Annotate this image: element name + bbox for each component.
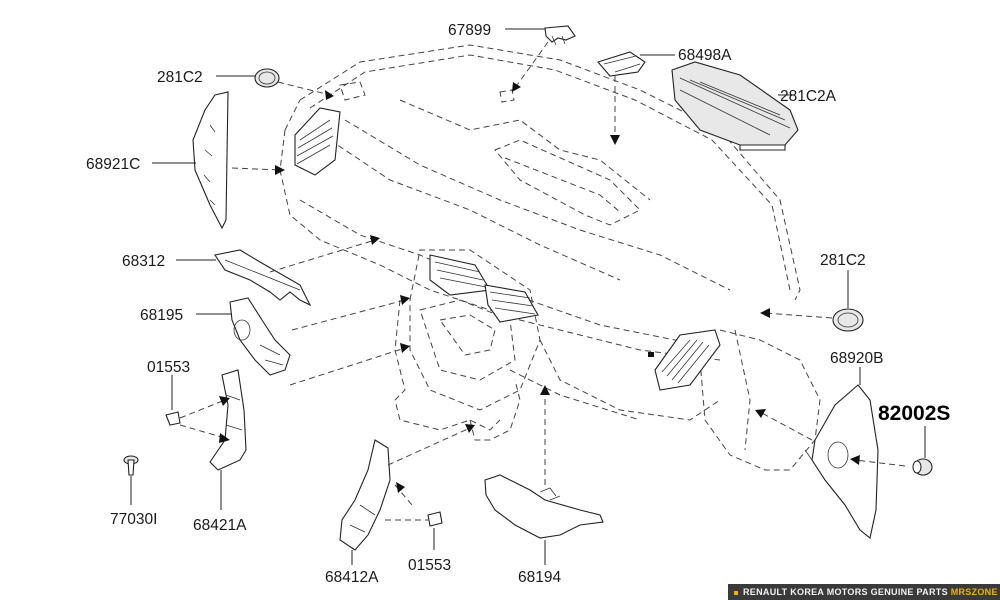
part-67899-clip [544,25,576,46]
part-281C2-speaker-grille-top [254,68,280,88]
label-01553-bottom: 01553 [408,557,451,574]
center-air-vents [429,254,539,323]
part-01553-clip-bottom [427,511,443,527]
part-77030I-screw [123,455,139,476]
label-68920B: 68920B [830,350,883,367]
label-01553-left: 01553 [147,359,190,376]
label-67899: 67899 [448,22,491,39]
footer-brand: MRSZONE [950,587,998,597]
part-68412A-lower-panel [339,439,391,551]
label-68312: 68312 [122,253,165,270]
label-68498A: 68498A [678,47,732,64]
part-82002S-cap [912,458,933,476]
marker-square [648,352,654,357]
label-281C2-top: 281C2 [157,69,203,86]
footer-bullet-icon [734,590,738,595]
part-281C2-speaker-grille-right [832,308,864,332]
part-68498A-cover [597,51,646,77]
label-281C2-right: 281C2 [820,252,866,269]
label-68921C: 68921C [86,156,140,173]
right-air-vent [654,329,721,391]
dashboard-outline [279,44,821,471]
assembly-arrows [179,41,906,521]
footer-text: RENAULT KOREA MOTORS GENUINE PARTS [743,587,948,597]
part-68194-knee-panel [484,474,604,539]
label-68421A: 68421A [193,517,247,534]
part-68312-bracket [214,249,312,307]
label-77030I: 77030I [110,511,157,528]
part-01553-clip-left [165,411,181,426]
part-68421A-trim [209,369,247,471]
part-68920B-end-cap [804,384,879,539]
part-68195-vent-housing [229,297,291,376]
label-68195: 68195 [140,307,183,324]
label-68412A: 68412A [325,569,379,586]
part-68921C-side-panel [192,91,229,230]
part-281C2A-center-grille [671,61,799,151]
part-labels: 67899 68498A 281C2 281C2A 68921C 68312 6… [86,22,950,586]
label-281C2A: 281C2A [780,88,837,105]
label-82002S-highlighted: 82002S [878,402,950,425]
label-68194: 68194 [518,569,561,586]
watermark-footer: RENAULT KOREA MOTORS GENUINE PARTS MRSZO… [728,584,1000,600]
left-air-vent [294,107,341,176]
leader-lines [130,28,926,565]
